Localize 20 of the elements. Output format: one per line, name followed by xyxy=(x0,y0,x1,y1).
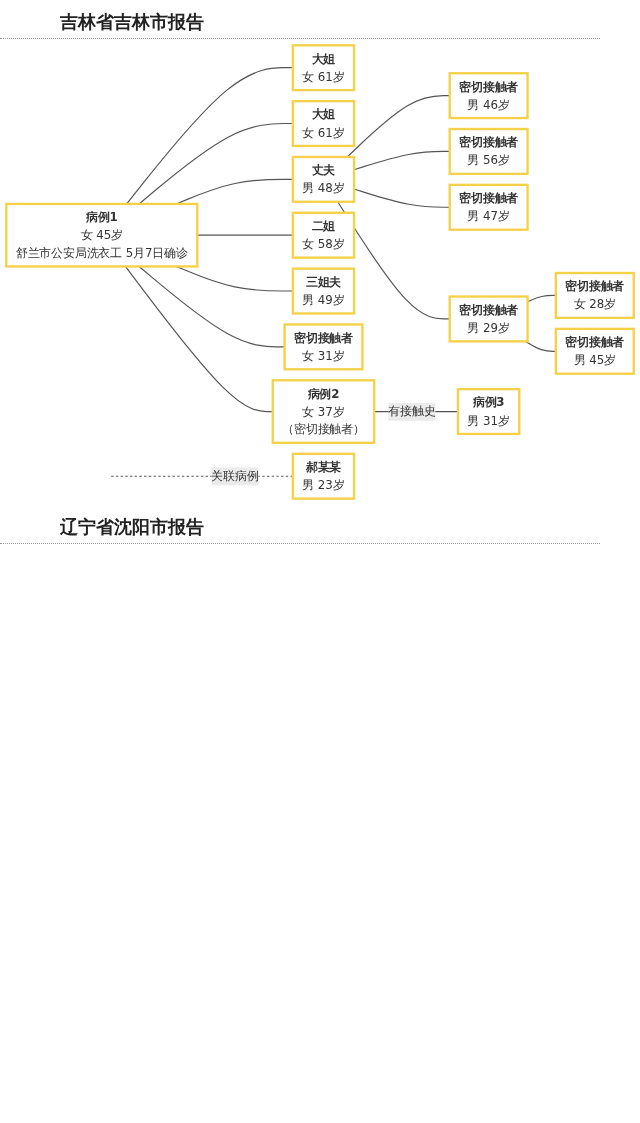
node-box: 密切接触者 男 29岁 xyxy=(448,295,529,343)
node-box: 密切接触者 男 56岁 xyxy=(448,127,529,176)
node-box: 病例3 男 31岁 xyxy=(456,387,521,436)
node-box: 丈夫 男 48岁 xyxy=(291,155,356,203)
node-box: 大姐 女 61岁 xyxy=(291,44,356,92)
node-box: 密切接触者 男 45岁 xyxy=(554,327,635,375)
node-box: 大姐 女 61岁 xyxy=(291,99,356,148)
node-box: 密切接触者 男 46岁 xyxy=(448,72,529,120)
node-box: 密切接触者 男 47岁 xyxy=(448,183,529,231)
edge-label: 关联病例 xyxy=(211,468,259,484)
node-box: 病例1 女 45岁 舒兰市公安局洗衣工 5月7日确诊 xyxy=(5,202,199,268)
node-box: 病例2 女 37岁 （密切接触者） xyxy=(271,379,376,444)
node-box: 密切接触者 女 31岁 xyxy=(283,323,364,371)
node-box: 三姐夫 男 49岁 xyxy=(291,267,356,315)
node-box: 二姐 女 58岁 xyxy=(291,211,356,259)
node-box: 郝某某 男 23岁 xyxy=(291,452,356,500)
section-heading: 辽宁省沈阳市报告 xyxy=(0,504,600,544)
section-heading: 吉林省吉林市报告 xyxy=(0,0,600,39)
node-box: 密切接触者 女 28岁 xyxy=(554,271,635,320)
edge-label: 有接触史 xyxy=(388,404,436,419)
